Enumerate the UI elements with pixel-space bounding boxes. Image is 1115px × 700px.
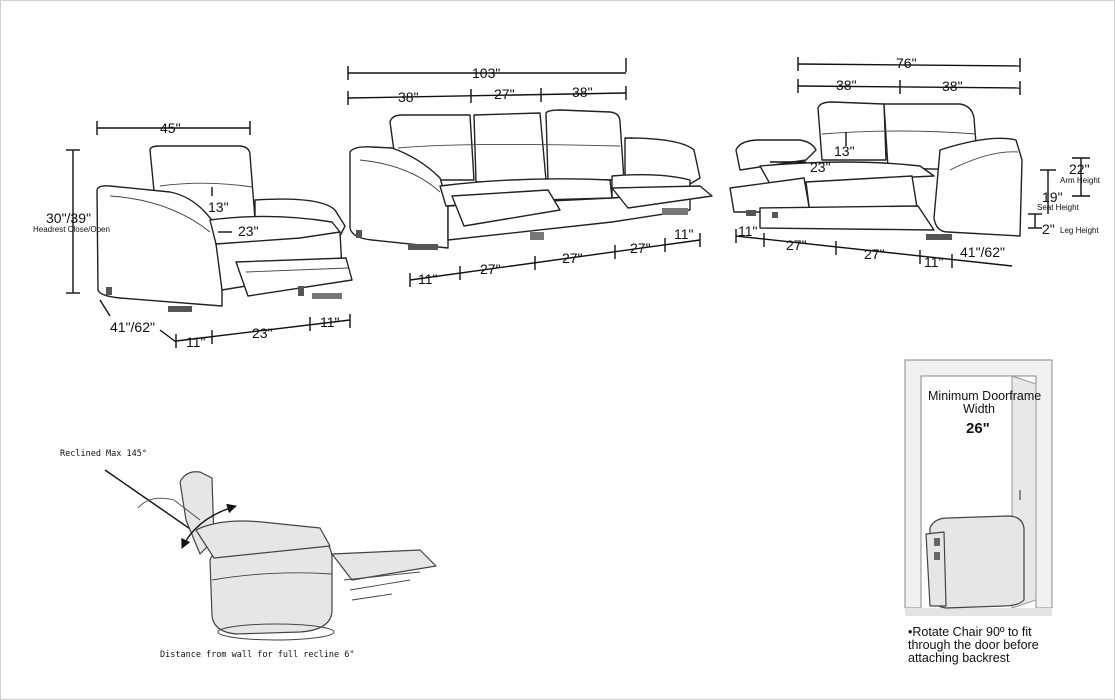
- sofa-section-right: 38": [572, 84, 593, 100]
- sofa-total-label: 103": [472, 65, 500, 81]
- chair-width-label: 45": [160, 120, 181, 136]
- sofa-bottom-1: 27": [480, 261, 501, 277]
- sofa-section-left: 38": [398, 89, 419, 105]
- seat-height-caption: Seat Height: [1037, 203, 1080, 212]
- chair-bottom-right: 11": [320, 314, 340, 330]
- sofa-drawing: [349, 109, 713, 250]
- loveseat-bottom-0: 11": [738, 223, 758, 239]
- sofa-bottom-2: 27": [562, 250, 583, 266]
- sofa-bottom-0: 11": [418, 271, 438, 287]
- doorframe-width-value: 26": [966, 420, 990, 437]
- chair-bottom-mid: 23": [252, 325, 273, 341]
- loveseat-seat-depth-label: 23": [810, 159, 831, 175]
- loveseat-section-right: 38": [942, 78, 963, 94]
- seat-height-label: 19": [1042, 189, 1063, 205]
- chair-height-label: 30"/39": [46, 210, 91, 226]
- dimension-lines: [66, 57, 1090, 348]
- doorframe-title: Minimum Doorframe Width: [928, 389, 1045, 416]
- doorframe-title-line1: Minimum Doorframe: [928, 389, 1041, 403]
- doorframe-note-line1: •Rotate Chair 90º to fit: [908, 625, 1032, 639]
- doorframe-diagram: Minimum Doorframe Width 26" •Rotate Chai…: [904, 359, 1053, 665]
- loveseat-section-left: 38": [836, 77, 857, 93]
- leg-height-caption: Leg Height: [1060, 226, 1099, 235]
- chair-back-height-label: 13": [208, 199, 229, 215]
- sofa-bottom-4: 11": [674, 226, 694, 242]
- dimension-labels: 45" 30"/39" Headrest Close/Open 13" 23" …: [33, 55, 1101, 350]
- sofa-section-mid: 27": [494, 86, 515, 102]
- doorframe-title-line2: Width: [963, 402, 995, 416]
- chair-height-caption: Headrest Close/Open: [33, 225, 110, 234]
- loveseat-back-height-label: 13": [834, 143, 855, 159]
- loveseat-bottom-2: 27": [864, 246, 885, 262]
- armchair-drawing: [96, 145, 353, 312]
- loveseat-depth-label: 41"/62": [960, 244, 1005, 260]
- chair-seat-depth-label: 23": [238, 223, 259, 239]
- arm-height-caption: Arm Height: [1060, 176, 1101, 185]
- arm-height-label: 22": [1069, 161, 1090, 177]
- chair-depth-label: 41"/62": [110, 319, 155, 335]
- loveseat-bottom-3: 11": [924, 254, 944, 270]
- recline-max-label: Reclined Max 145°: [60, 449, 147, 459]
- sofa-bottom-3: 27": [630, 240, 651, 256]
- loveseat-bottom-1: 27": [786, 237, 807, 253]
- doorframe-note-line3: attaching backrest: [908, 651, 1010, 665]
- loveseat-total-label: 76": [896, 55, 917, 71]
- wall-distance-note: Distance from wall for full recline 6": [160, 650, 354, 660]
- loveseat-drawing: [729, 101, 1023, 240]
- doorframe-note-line2: through the door before: [908, 638, 1039, 652]
- doorframe-note: •Rotate Chair 90º to fit through the doo…: [908, 625, 1042, 665]
- chair-bottom-left: 11": [186, 334, 206, 350]
- leg-height-label: 2": [1042, 221, 1055, 237]
- recline-diagram: Reclined Max 145° Distance from wall for…: [60, 449, 437, 660]
